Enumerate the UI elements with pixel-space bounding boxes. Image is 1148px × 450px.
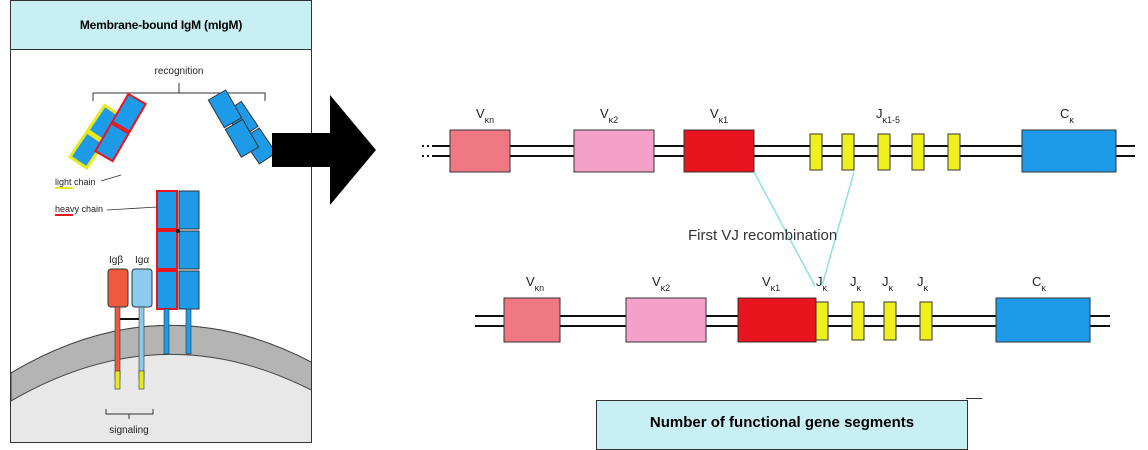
signaling-label: signaling [109, 425, 148, 436]
migm-panel: Membrane-bound IgM (mIgM) recognition [10, 0, 312, 443]
heavy-chain-label: heavy chain [55, 204, 103, 214]
svg-text:Vκn: Vκn [526, 274, 544, 293]
recombination-label: First VJ recombination [688, 227, 837, 244]
svg-text:Vκ2: Vκ2 [600, 106, 618, 125]
top-labels: Vκn Vκ2 Vκ1 Jκ1-5 Cκ [476, 106, 1074, 125]
svg-text:Vκ2: Vκ2 [652, 274, 670, 293]
right-arrow-icon [272, 95, 376, 205]
svg-text:Jκ: Jκ [882, 274, 894, 293]
svg-text:Jκ1-5: Jκ1-5 [876, 106, 900, 125]
svg-text:Jκ: Jκ [917, 274, 929, 293]
left-arm [67, 92, 148, 171]
ig-beta-chain [107, 268, 129, 390]
recombination-line-j [821, 171, 855, 287]
ig-alpha-chain [131, 268, 153, 390]
migm-diagram: recognition [11, 66, 311, 442]
right-arm [207, 89, 277, 165]
info-box-line [966, 398, 982, 399]
svg-text:Cκ: Cκ [1032, 274, 1046, 293]
ig-beta-label: Igβ [109, 255, 123, 266]
germline-locus [420, 129, 1135, 173]
recognition-label: recognition [155, 66, 204, 77]
light-chain-label: light chain [55, 177, 96, 187]
svg-text:Jκ: Jκ [816, 274, 828, 293]
svg-text:Vκ1: Vκ1 [762, 274, 780, 293]
recognition-bracket [92, 83, 266, 101]
svg-text:Vκn: Vκn [476, 106, 494, 125]
panel-title: Membrane-bound IgM (mIgM) [11, 1, 311, 50]
bottom-labels: Vκn Vκ2 Vκ1 Jκ Jκ Jκ Jκ Cκ [526, 274, 1046, 293]
cell-membrane [11, 324, 311, 402]
ig-alpha-label: Igα [135, 255, 149, 266]
heavy-chain-stem [156, 190, 200, 355]
svg-text:Cκ: Cκ [1060, 106, 1074, 125]
svg-text:Vκ1: Vκ1 [710, 106, 728, 125]
rearranged-locus [475, 297, 1110, 343]
recombination-line-v [753, 171, 816, 287]
gene-rearrangement-diagram: Vκn Vκ2 Vκ1 Jκ1-5 Cκ First VJ recombinat… [420, 106, 1135, 343]
info-box-text: Number of functional gene segments [649, 414, 915, 431]
info-box: Number of functional gene segments [596, 400, 968, 450]
svg-text:Jκ: Jκ [850, 274, 862, 293]
